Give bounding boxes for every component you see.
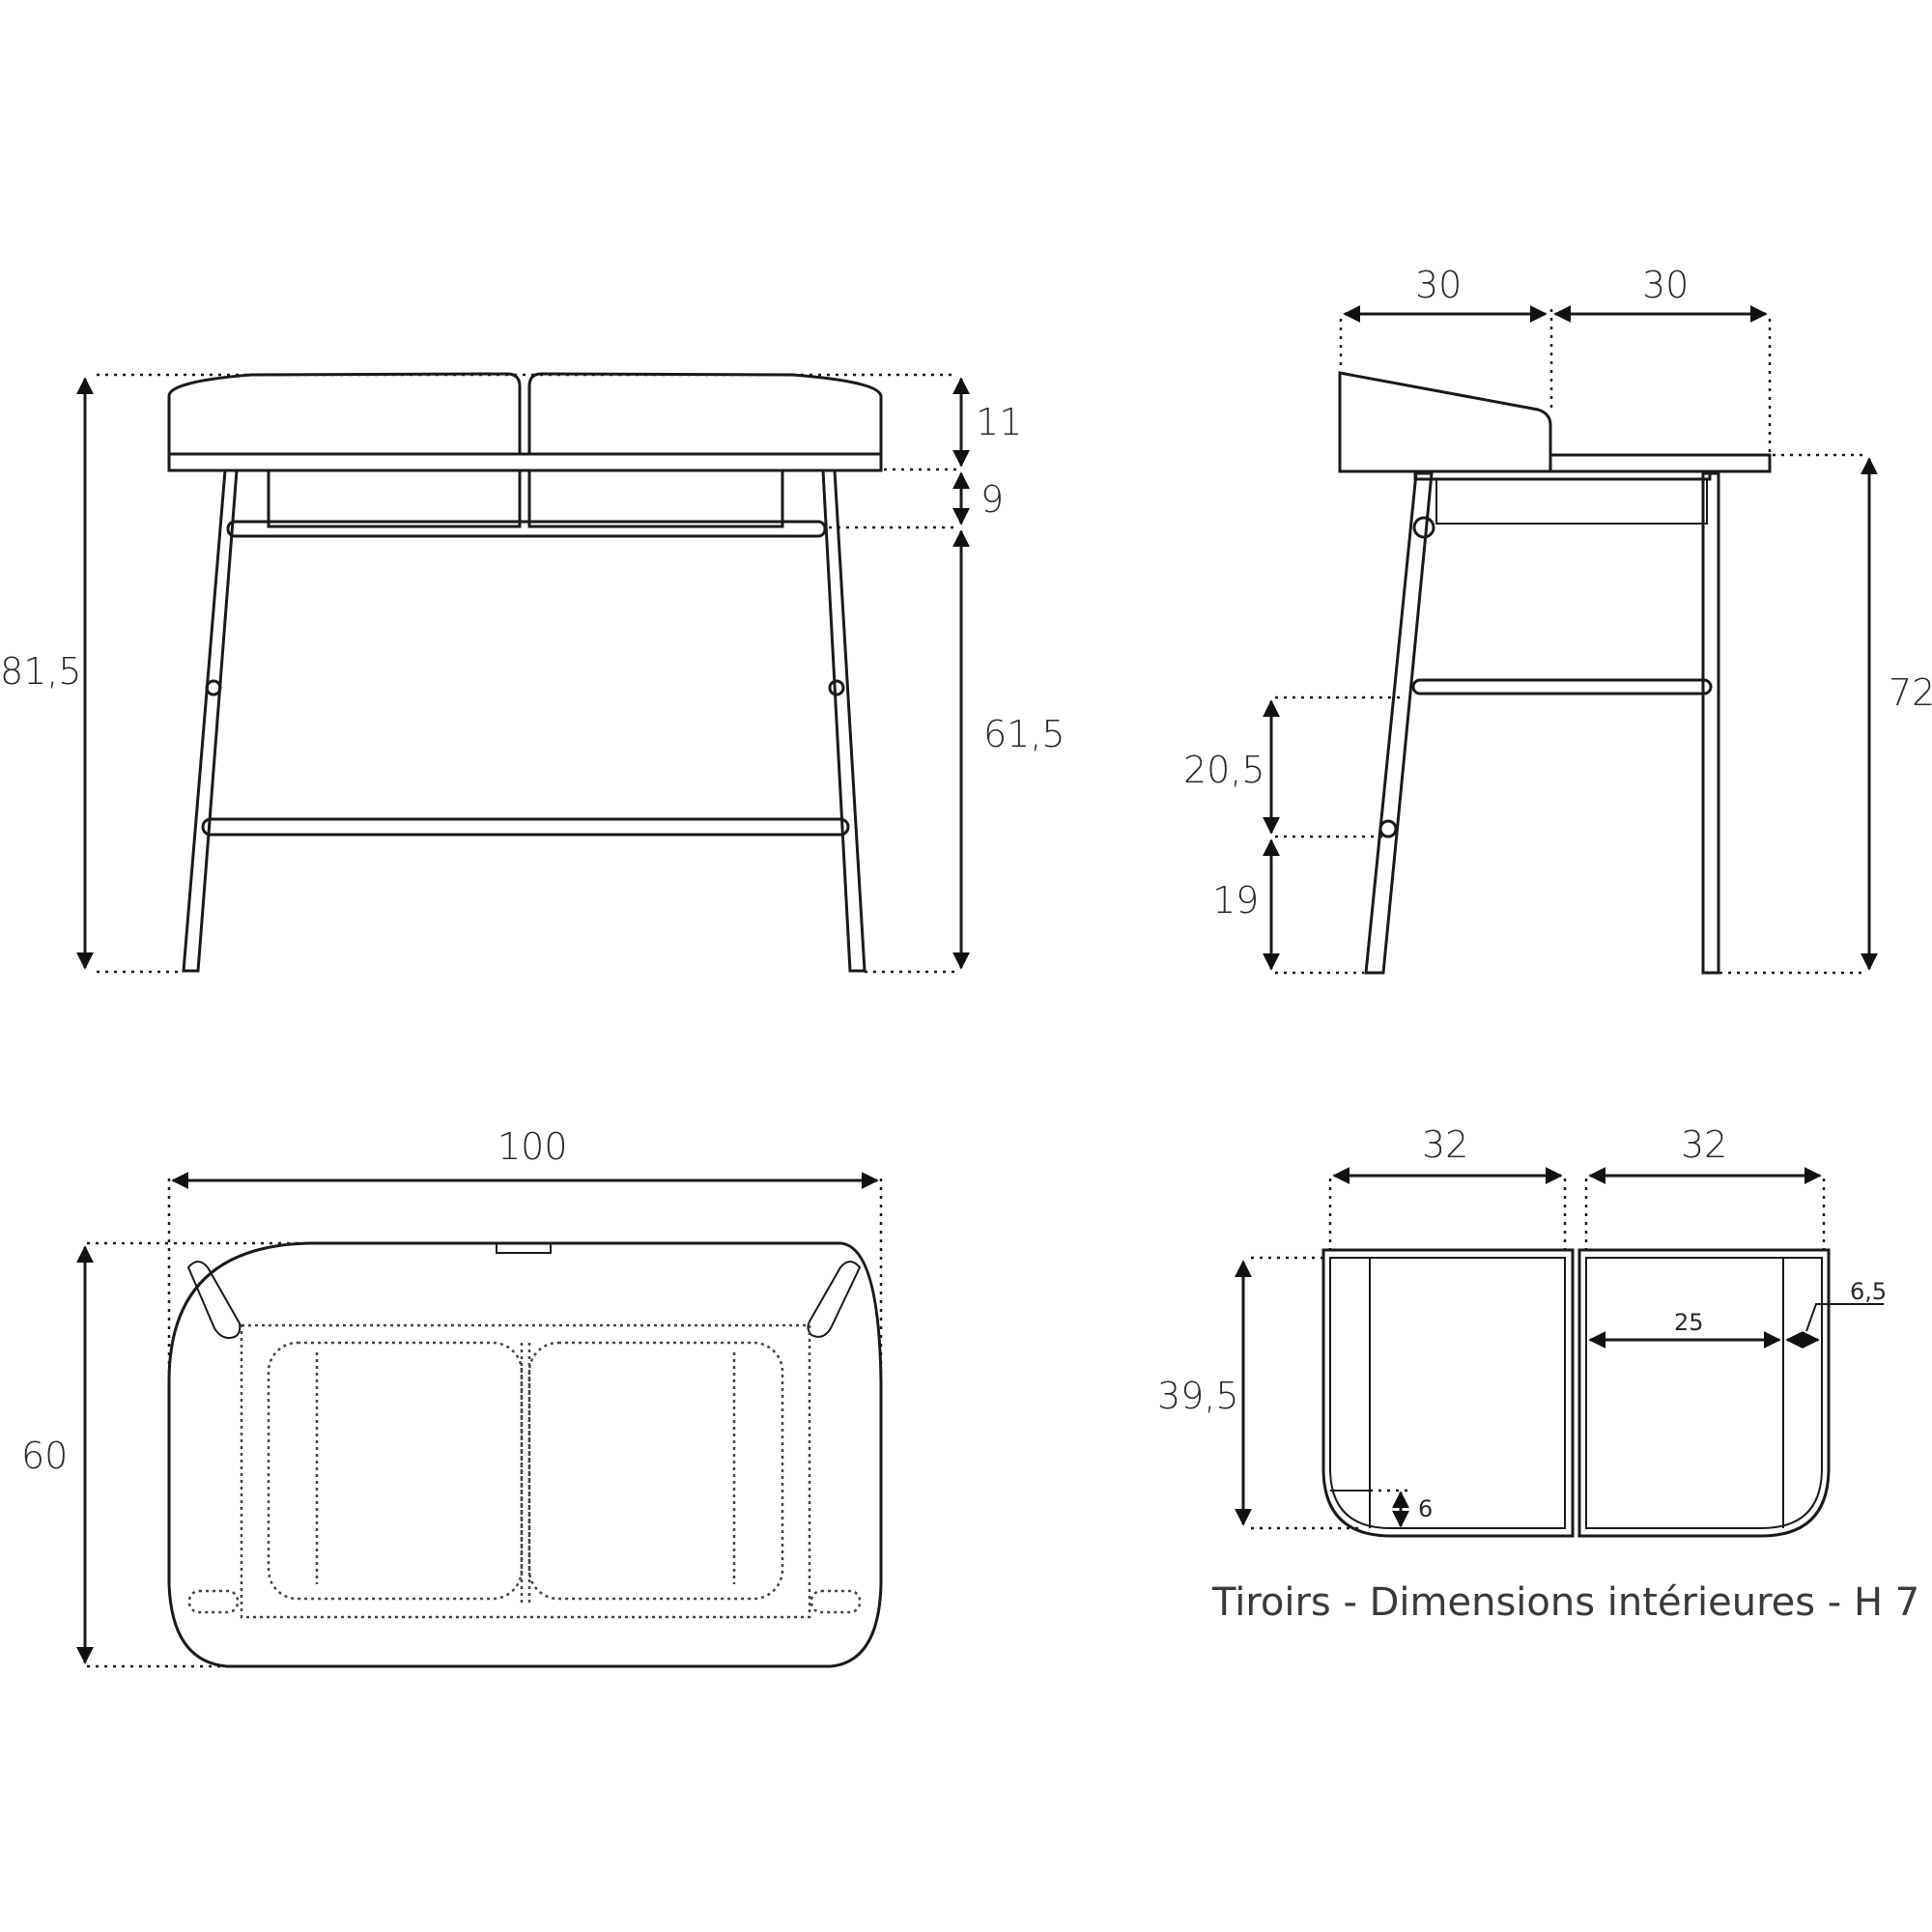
- drawer-front-left: [267, 469, 522, 528]
- desk-top-left-section: [167, 372, 522, 456]
- top-view: 100 60: [21, 1125, 883, 1668]
- side-front-leg: [1701, 471, 1720, 975]
- upper-stretcher: [226, 520, 827, 538]
- label-side-compartment: 6,5: [1850, 1278, 1887, 1305]
- drawer-view: 32 32 39,5 25 6,5 6 Tiroirs - Dimensions…: [1157, 1123, 1919, 1625]
- label-depth-front: 30: [1642, 264, 1689, 306]
- desk-top-side: [1548, 453, 1772, 473]
- drawer-caption: Tiroirs - Dimensions intérieures - H 7: [1211, 1580, 1919, 1625]
- label-front-compartment: 6: [1418, 1495, 1433, 1522]
- label-drawer-right-width: 32: [1681, 1123, 1727, 1166]
- label-desk-height: 72: [1889, 671, 1932, 714]
- side-view: 30 30 72 20,5 19: [1183, 264, 1932, 975]
- label-inner-width: 25: [1674, 1309, 1704, 1336]
- hidden-drawer-left: [267, 1341, 524, 1601]
- label-width: 100: [497, 1125, 568, 1168]
- desk-back-upstand: [1338, 371, 1552, 473]
- hidden-drawer-right: [527, 1341, 784, 1601]
- label-total-height: 81,5: [0, 650, 82, 693]
- desk-top-slab: [167, 452, 883, 472]
- bolt: [1378, 819, 1398, 838]
- label-apron-height: 9: [980, 478, 1004, 521]
- desk-top-right-section: [527, 372, 883, 456]
- cable-slot: [496, 1242, 552, 1254]
- drawer-right-outline: [1577, 1248, 1831, 1538]
- drawer-front-right: [527, 469, 784, 528]
- leg-top-right: [807, 1261, 862, 1338]
- label-top-height: 11: [976, 401, 1022, 443]
- label-stretcher-gap: 20,5: [1183, 749, 1265, 791]
- hidden-frame: [240, 1323, 811, 1619]
- drawer-side: [1435, 478, 1708, 525]
- label-drawer-left-width: 32: [1422, 1123, 1468, 1166]
- under-frame: [1413, 469, 1712, 481]
- leg-top-left: [186, 1261, 242, 1340]
- bolt: [1412, 516, 1435, 539]
- bolt: [205, 679, 222, 696]
- label-depth-back: 30: [1415, 264, 1462, 306]
- lower-stretcher: [201, 817, 850, 837]
- label-lower-stretcher: 19: [1212, 879, 1259, 922]
- side-stretcher: [1411, 678, 1713, 696]
- drawer-left-outline: [1321, 1248, 1575, 1538]
- bolt: [828, 679, 845, 696]
- front-left-leg: [182, 469, 239, 973]
- label-leg-height: 61,5: [983, 713, 1065, 755]
- label-depth: 60: [21, 1435, 68, 1477]
- side-back-leg: [1364, 471, 1434, 975]
- label-drawer-depth: 39,5: [1157, 1375, 1239, 1417]
- front-view: 81,5 11 9 61,5: [0, 372, 1065, 974]
- front-right-leg: [821, 469, 867, 973]
- desk-top-outline: [167, 1241, 883, 1668]
